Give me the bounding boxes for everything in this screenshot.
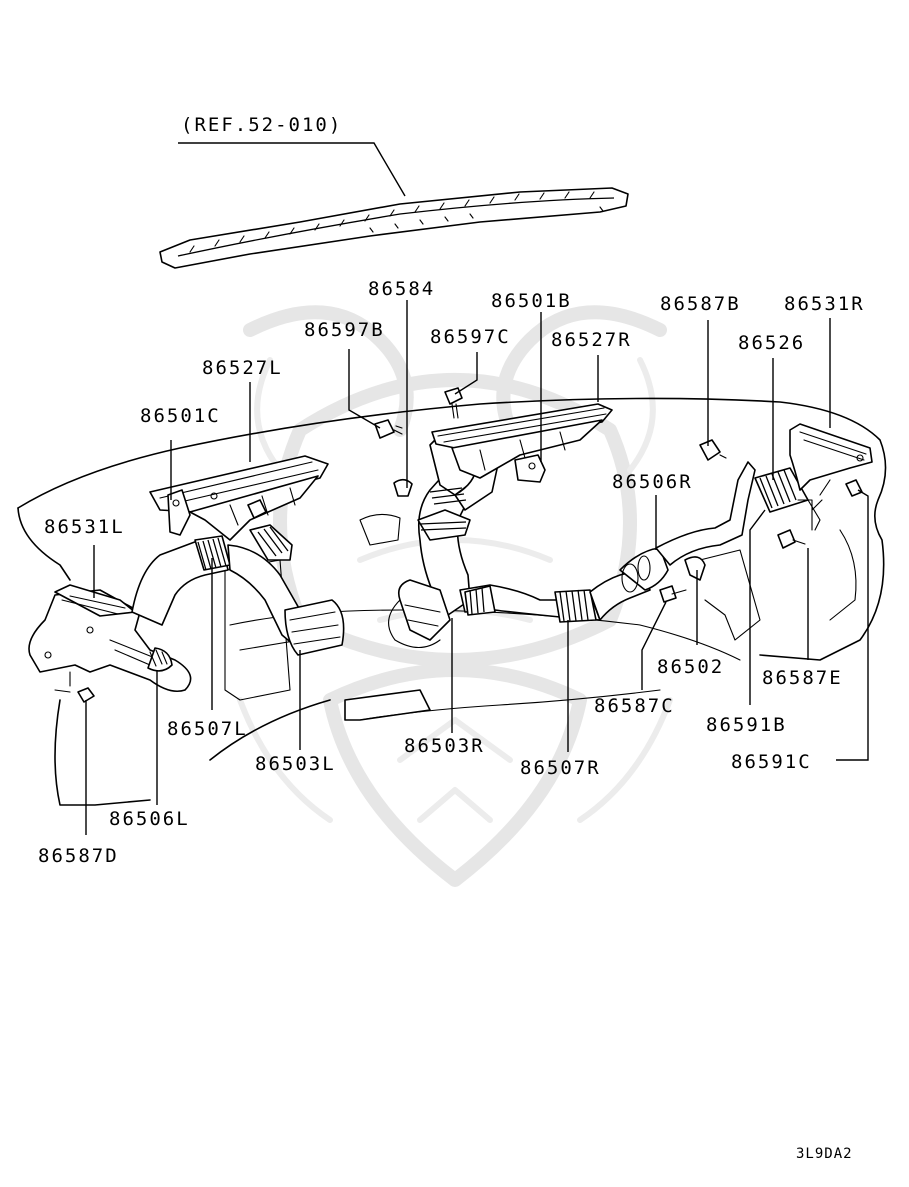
left-side-duct — [28, 584, 192, 703]
left-duct-assembly — [131, 524, 345, 656]
label-86597C: 86597C — [430, 326, 511, 348]
label-86503R: 86503R — [404, 735, 485, 757]
right-side-duct — [655, 423, 873, 603]
label-86501B: 86501B — [491, 290, 572, 312]
label-86531R: 86531R — [784, 293, 865, 315]
label-86527L: 86527L — [202, 357, 283, 379]
label-86501C: 86501C — [140, 405, 221, 427]
label-86507R: 86507R — [520, 757, 601, 779]
diagram-code: 3L9DA2 — [796, 1146, 853, 1162]
leader-lines — [85, 142, 869, 835]
label-86587C: 86587C — [594, 695, 675, 717]
label-86587E: 86587E — [762, 667, 843, 689]
label-86502: 86502 — [657, 656, 724, 678]
defroster-nozzle-ref — [159, 187, 629, 269]
part-labels: (REF.52-010) 86584 86501B 86587B 86531R … — [38, 114, 865, 1162]
label-86531L: 86531L — [44, 516, 125, 538]
right-vent-nozzle — [431, 403, 613, 483]
reference-label: (REF.52-010) — [181, 114, 342, 136]
label-86591B: 86591B — [706, 714, 787, 736]
label-86587D: 86587D — [38, 845, 119, 867]
label-86526: 86526 — [738, 332, 805, 354]
label-86591C: 86591C — [731, 751, 812, 773]
label-86527R: 86527R — [551, 329, 632, 351]
label-86597B: 86597B — [304, 319, 385, 341]
label-86506L: 86506L — [109, 808, 190, 830]
label-86587B: 86587B — [660, 293, 741, 315]
label-86507L: 86507L — [167, 718, 248, 740]
label-86584: 86584 — [368, 278, 435, 300]
label-86506R: 86506R — [612, 471, 693, 493]
left-vent-nozzle — [149, 455, 329, 541]
label-86503L: 86503L — [255, 753, 336, 775]
